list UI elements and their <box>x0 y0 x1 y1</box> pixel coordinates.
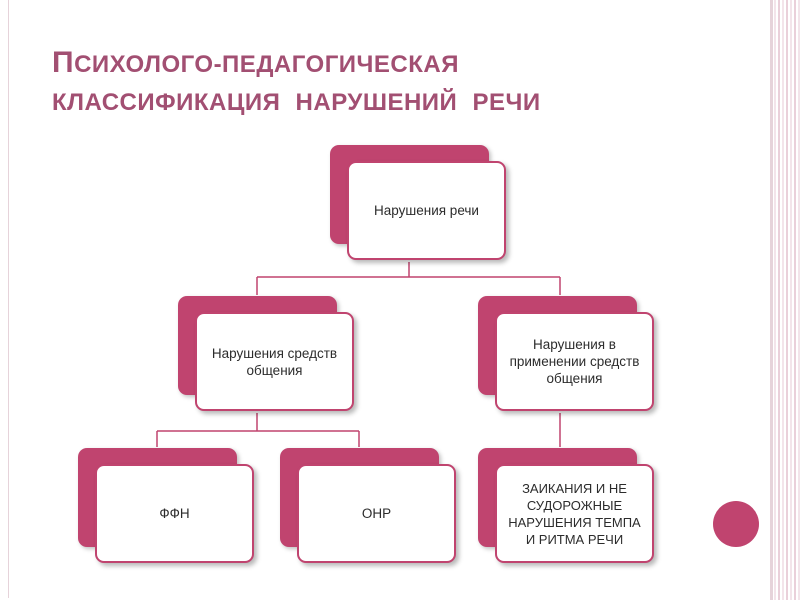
decorative-circle <box>713 501 759 547</box>
node-label: ОНР <box>361 506 392 521</box>
node-front: ФФН <box>95 464 254 563</box>
node-label: Нарушения речи <box>374 203 479 218</box>
node-label: ЗАИКАНИЯ И НЕ СУДОРОЖНЫЕ НАРУШЕНИЯ ТЕМПА… <box>508 480 641 547</box>
title-line-2: классификация нарушений речи <box>52 89 541 116</box>
node-front: Нарушения речи <box>347 161 506 260</box>
node-front: Нарушения в применении средств общения <box>495 312 654 411</box>
decorative-stripes <box>770 0 800 600</box>
node-front: ЗАИКАНИЯ И НЕ СУДОРОЖНЫЕ НАРУШЕНИЯ ТЕМПА… <box>495 464 654 563</box>
node-label: Нарушения средств общения <box>211 345 338 378</box>
node-label: ФФН <box>159 506 190 521</box>
slide-title: Психолого-педагогическая классификация н… <box>52 44 541 122</box>
node-front: Нарушения средств общения <box>195 312 354 411</box>
title-first-letter: П <box>52 46 75 79</box>
node-front: ОНР <box>297 464 456 563</box>
title-line-1: сихолого-педагогическая <box>74 51 459 78</box>
node-label: Нарушения в применении средств общения <box>509 337 640 386</box>
